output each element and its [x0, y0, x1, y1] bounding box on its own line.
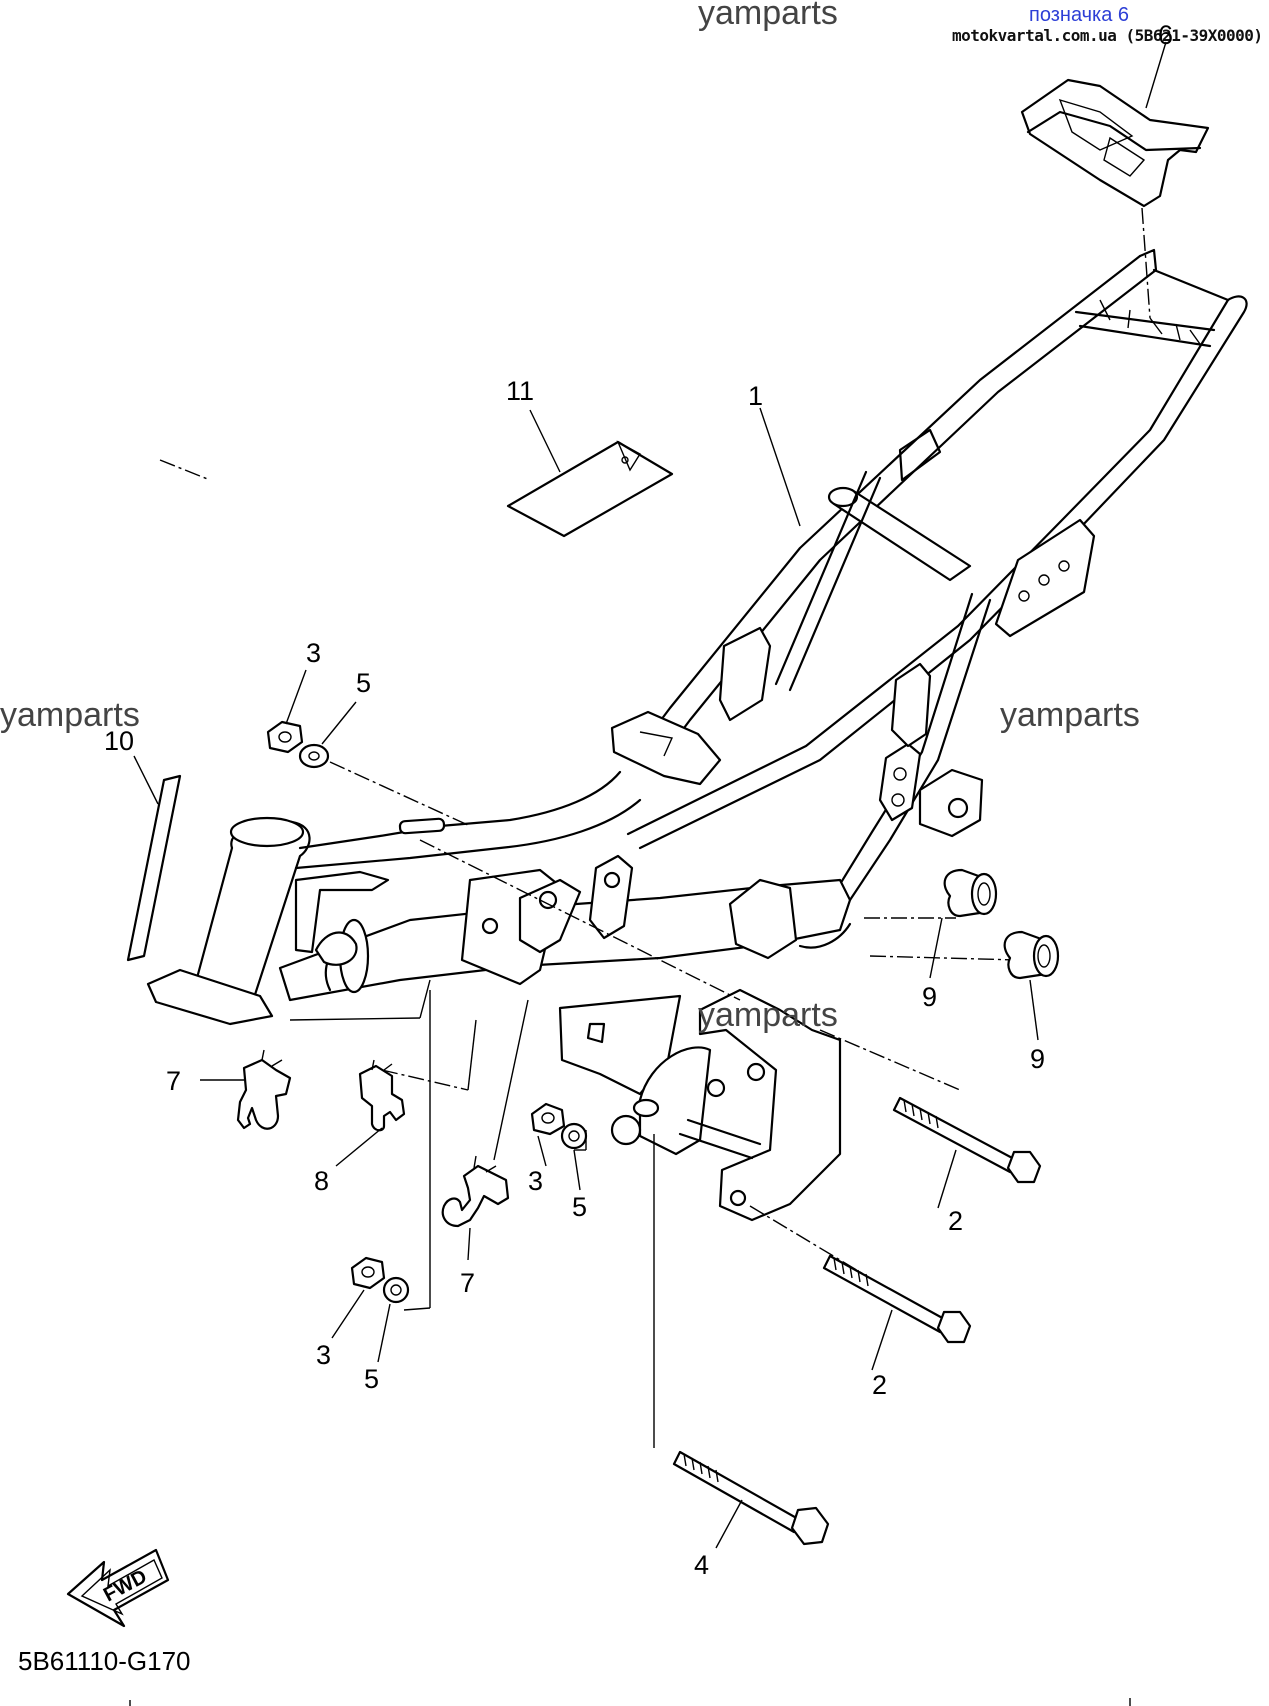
part-5-washer-lower [382, 1276, 410, 1304]
part-2-bolt-lower [822, 1254, 972, 1344]
callout-leaders [133, 41, 1167, 1549]
part-8-clamp [358, 1059, 406, 1132]
callout-numbers: 6 1 11 3 5 10 9 9 2 2 4 7 8 3 5 7 3 5 [104, 20, 1173, 1580]
part-3-nut-upper [266, 720, 304, 754]
part-10-label [126, 774, 182, 962]
callout-7-left: 7 [166, 1066, 181, 1096]
part-2-bolt-upper [892, 1096, 1042, 1184]
callout-5-upper: 5 [356, 668, 371, 698]
leader-lines [159, 459, 1019, 1448]
callout-11: 11 [506, 376, 534, 406]
part-6-plate [1020, 78, 1210, 319]
part-9-collar-upper [943, 868, 998, 918]
part-3-nut-lower [350, 1256, 386, 1290]
callout-4: 4 [694, 1550, 709, 1580]
watermark-top: yamparts [698, 0, 838, 32]
part-5-washer-mid [560, 1122, 588, 1150]
callout-3-lower: 3 [316, 1340, 331, 1370]
callout-3-mid: 3 [528, 1166, 543, 1196]
part-9-collar-lower [1003, 930, 1060, 980]
watermark-left: yamparts [0, 696, 140, 734]
part-7-clamp-right [441, 1155, 510, 1228]
part-1-main-frame [146, 248, 1248, 1222]
callout-8: 8 [314, 1166, 329, 1196]
callout-5-lower: 5 [364, 1364, 379, 1394]
callout-1: 1 [748, 381, 763, 411]
header-source: motokvartal.com.ua (5B621-39X0000) [952, 26, 1263, 45]
callout-9-lower: 9 [1030, 1044, 1045, 1074]
part-11-label [506, 440, 674, 538]
part-3-nut-mid [530, 1102, 566, 1136]
fwd-arrow-icon: FWD [66, 1548, 170, 1628]
callout-3-upper: 3 [306, 638, 321, 668]
callout-2-upper: 2 [948, 1206, 963, 1236]
callout-9-upper: 9 [922, 982, 937, 1012]
watermarks: yamparts yamparts yamparts yamparts [0, 0, 1140, 1034]
part-7-clamp-left [236, 1049, 292, 1130]
callout-6: 6 [1158, 20, 1173, 50]
header-label: позначка 6 [1029, 4, 1130, 26]
watermark-center: yamparts [698, 996, 838, 1034]
callout-5-mid: 5 [572, 1192, 587, 1222]
part-5-washer-upper [298, 743, 330, 769]
diagram-code: 5B61110-G170 [18, 1646, 191, 1676]
callout-7-right: 7 [460, 1268, 475, 1298]
part-4-bolt [672, 1450, 830, 1546]
watermark-right: yamparts [1000, 696, 1140, 734]
callout-10: 10 [104, 726, 134, 756]
callout-2-lower: 2 [872, 1370, 887, 1400]
